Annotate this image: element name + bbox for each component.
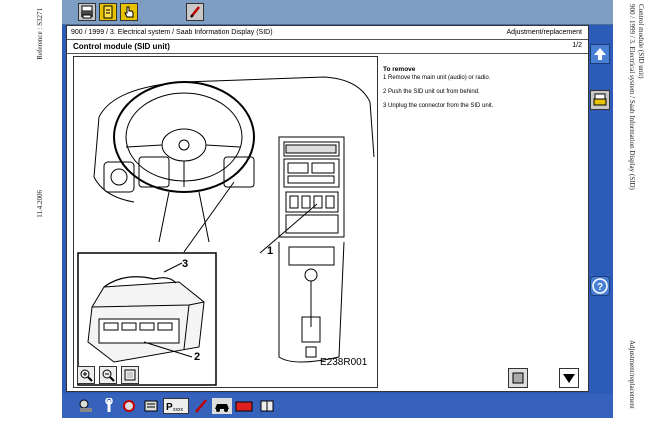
zoom-frame-icon[interactable] — [508, 368, 528, 388]
callout-3: 3 — [182, 258, 189, 270]
battery-icon[interactable] — [234, 398, 254, 414]
wrench-icon[interactable] — [100, 397, 118, 414]
car-icon[interactable] — [212, 398, 232, 414]
app-window: 900 / 1999 / 3. Electrical system / Saab… — [62, 0, 613, 418]
svg-text:?: ? — [597, 282, 603, 293]
parts-icon[interactable] — [142, 398, 160, 414]
margin-path: 900 / 1999 / 3. Electrical system / Saab… — [628, 4, 636, 190]
zoom-fit-icon[interactable] — [121, 366, 139, 384]
instruction-step: 1 Remove the main unit (audio) or radio. — [383, 75, 491, 81]
instruction-step: 3 Unplug the connector from the SID unit… — [383, 103, 494, 109]
zoom-out-icon[interactable] — [99, 366, 117, 384]
instructions-heading: To remove — [383, 66, 416, 73]
margin-date: 11.4.2006 — [36, 190, 44, 218]
zoom-in-icon[interactable] — [77, 366, 95, 384]
instruction-step: 2 Push the SID unit out from behind. — [383, 89, 480, 95]
dashboard-illustration: 1 3 2 E238R001 — [73, 56, 378, 388]
hand-pointer-icon[interactable] — [120, 3, 138, 21]
top-toolbar — [62, 0, 613, 25]
callout-2: 2 — [194, 351, 201, 363]
component-icon[interactable] — [120, 398, 138, 414]
arrow-down-icon[interactable] — [559, 368, 579, 388]
print-page-icon[interactable] — [590, 90, 610, 110]
margin-reference: Reference : S3271 — [36, 8, 44, 60]
svg-text:xxxx: xxxx — [173, 407, 184, 413]
pen-icon[interactable] — [192, 398, 210, 414]
page-title: Control module (SID unit) — [73, 42, 170, 51]
margin-title: Control module (SID unit) — [637, 4, 645, 79]
breadcrumb: 900 / 1999 / 3. Electrical system / Saab… — [71, 29, 273, 36]
arrow-up-icon[interactable] — [590, 44, 610, 64]
callout-1: 1 — [267, 245, 274, 257]
figure-reference: E238R001 — [320, 357, 368, 368]
tools-icon[interactable] — [76, 398, 96, 414]
document-panel: 900 / 1999 / 3. Electrical system / Saab… — [66, 25, 589, 392]
book-icon[interactable] — [258, 398, 276, 414]
dashboard-drawing — [77, 76, 375, 386]
print-icon[interactable] — [78, 3, 96, 21]
margin-type: Adjustment/replacement — [628, 340, 636, 409]
content-type: Adjustment/replacement — [506, 29, 582, 36]
divider — [67, 39, 588, 40]
svg-text:P: P — [166, 402, 173, 413]
document-icon[interactable] — [99, 3, 117, 21]
page-number: 1/2 — [572, 42, 582, 49]
instructions: To remove 1 Remove the main unit (audio)… — [383, 66, 583, 110]
divider — [67, 53, 588, 54]
pen-icon[interactable] — [186, 3, 204, 21]
help-icon[interactable]: ? — [590, 276, 610, 296]
